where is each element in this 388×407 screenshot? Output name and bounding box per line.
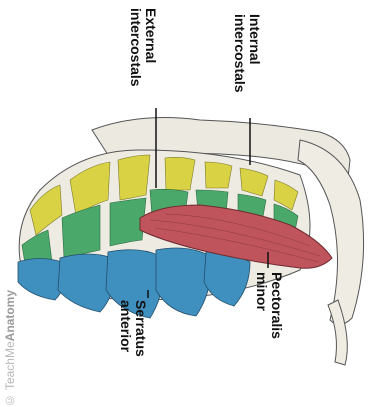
- label-line: anterior: [118, 300, 133, 357]
- label-serratus-anterior: Serratus anterior: [118, 300, 148, 357]
- copyright-symbol: ©: [3, 393, 17, 407]
- watermark-brand-bold: Anatomy: [3, 290, 17, 341]
- watermark-brand-plain: TeachMe: [3, 341, 17, 390]
- label-line: Internal: [247, 14, 262, 93]
- label-internal-intercostals: Internal intercostals: [232, 14, 262, 93]
- label-line: Serratus: [133, 300, 148, 357]
- label-line: intercostals: [232, 14, 247, 93]
- label-pectoralis-minor: Pectoralis minor: [254, 272, 284, 339]
- label-external-intercostals: External intercostals: [128, 8, 158, 87]
- watermark: © TeachMeAnatomy: [3, 290, 17, 407]
- label-line: Pectoralis: [269, 272, 284, 339]
- label-line: External: [143, 8, 158, 87]
- label-line: intercostals: [128, 8, 143, 87]
- label-line: minor: [254, 272, 269, 339]
